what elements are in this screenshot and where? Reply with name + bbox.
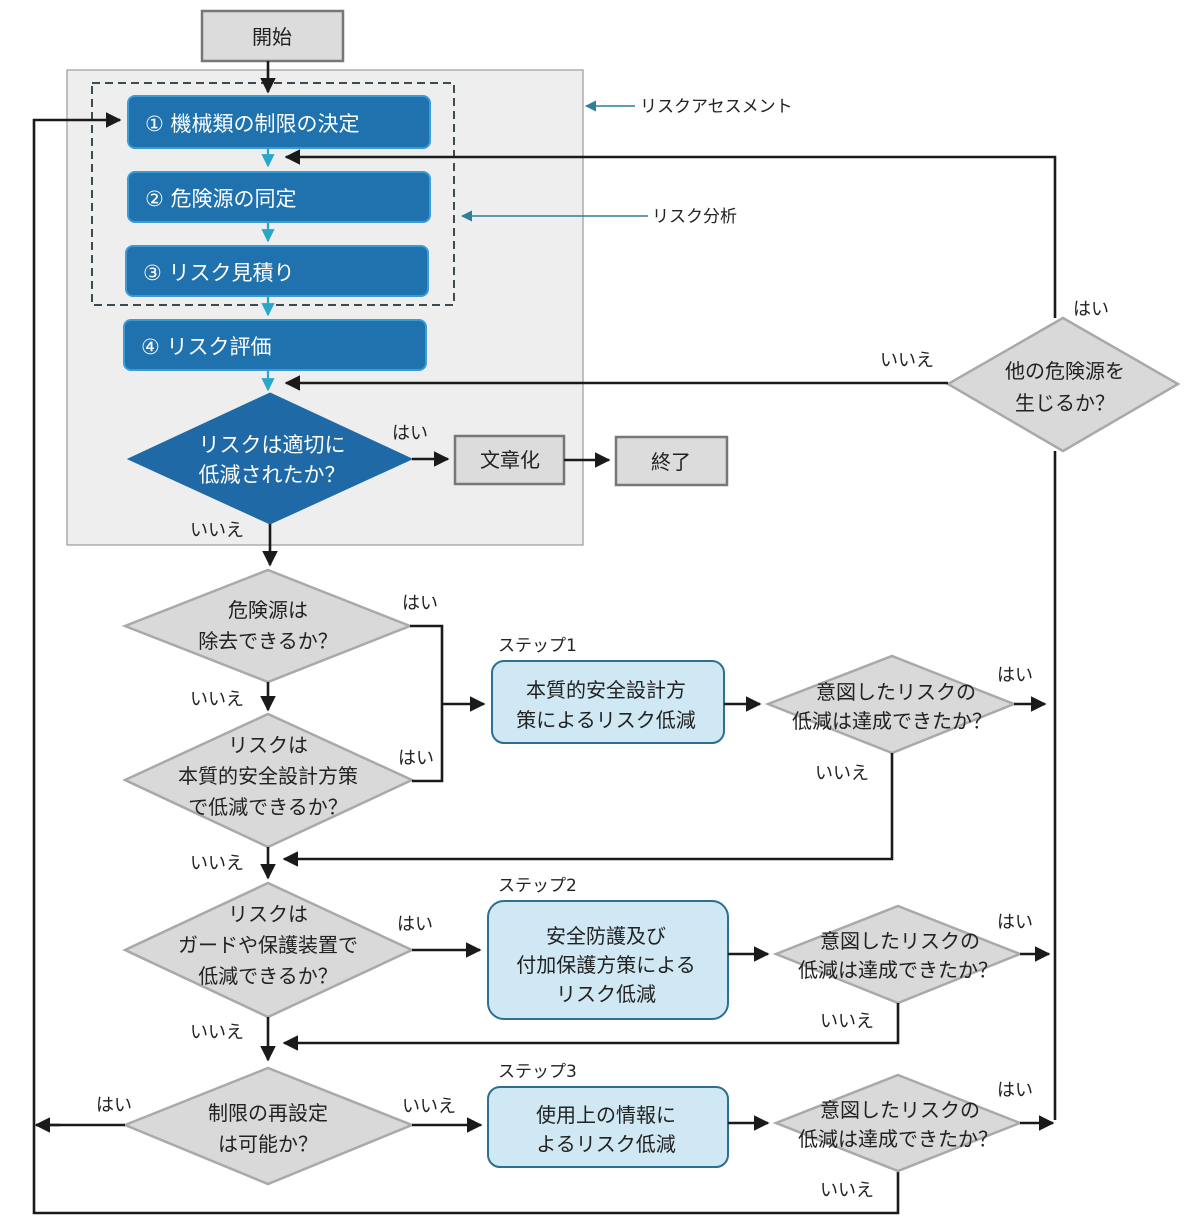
branch-label-no: いいえ: [820, 1180, 874, 1201]
step2-box: 安全防護及び 付加保護方策による リスク低減: [487, 900, 729, 1020]
decision-achieved-2: 意図したリスクの 低減は達成できたか？: [772, 904, 1024, 1005]
process-step-4: ④ リスク評価: [123, 319, 427, 371]
end-label: 終了: [651, 450, 691, 474]
decision-inherent-design: リスクは 本質的安全設計方策 で低減できるか？: [122, 712, 415, 849]
branch-label-no: いいえ: [190, 520, 244, 541]
process-step-3: ③ リスク見積り: [125, 245, 429, 297]
decision-eliminate-line1: 危険源は: [228, 598, 308, 622]
branch-label-no: いいえ: [402, 1096, 456, 1117]
branch-label-yes: はい: [997, 665, 1033, 686]
decision-risk-reduced: リスクは適切に 低減されたか？: [126, 392, 414, 525]
risk-analysis-region: [91, 82, 455, 306]
step1-box-line1: 本質的安全設計方: [526, 678, 686, 702]
branch-label-no: いいえ: [880, 350, 934, 371]
process-step-3-label: ③ リスク見積り: [143, 261, 295, 285]
decision-achieved-1-line2: 低減は達成できたか？: [792, 709, 992, 733]
decision-other-hazard: 他の危険源を 生じるか？: [945, 316, 1181, 453]
step1-box-line2: 策によるリスク低減: [516, 708, 695, 732]
step1-label: ステップ1: [498, 636, 577, 656]
decision-other-hazard-line1: 他の危険源を: [1005, 359, 1125, 383]
decision-achieved-1-line1: 意図したリスクの: [816, 680, 976, 704]
step2-box-line2: 付加保護方策による: [516, 953, 695, 977]
start-label: 開始: [252, 25, 292, 49]
decision-achieved-3-line2: 低減は達成できたか？: [798, 1127, 998, 1151]
decision-risk-reduced-line2: 低減されたか？: [199, 463, 346, 487]
branch-label-yes: はい: [402, 593, 438, 614]
risk-assessment-annotation: リスクアセスメント: [640, 97, 793, 117]
decision-achieved-3-line1: 意図したリスクの: [820, 1098, 980, 1122]
decision-eliminate-hazard: 危険源は 除去できるか？: [121, 568, 414, 684]
step3-box-line1: 使用上の情報に: [536, 1103, 676, 1127]
process-step-4-label: ④ リスク評価: [141, 335, 272, 359]
step3-label: ステップ3: [498, 1062, 577, 1082]
branch-label-no: いいえ: [820, 1011, 874, 1032]
decision-reset-line1: 制限の再設定: [208, 1101, 328, 1125]
documentation-label: 文章化: [480, 448, 540, 472]
decision-achieved-1: 意図したリスクの 低減は達成できたか？: [764, 654, 1018, 755]
process-step-2: ② 危険源の同定: [127, 171, 431, 223]
arrow-achieved-1-no: [282, 753, 894, 867]
branch-label-yes: はい: [997, 1080, 1033, 1101]
process-step-2-label: ② 危険源の同定: [145, 187, 297, 211]
branch-label-no: いいえ: [190, 1022, 244, 1043]
decision-guard-line3: 低減できるか？: [198, 964, 338, 988]
decision-risk-reduced-line1: リスクは適切に: [199, 433, 346, 457]
branch-label-yes: はい: [397, 914, 433, 935]
branch-label-no: いいえ: [190, 689, 244, 710]
process-step-1-label: ① 機械類の制限の決定: [145, 112, 360, 136]
branch-label-yes: はい: [392, 423, 428, 444]
decision-other-hazard-line2: 生じるか？: [1015, 391, 1115, 415]
process-step-1: ① 機械類の制限の決定: [127, 95, 431, 149]
decision-guard: リスクは ガードや保護装置で 低減できるか？: [122, 881, 415, 1019]
decision-reset-limits: 制限の再設定 は可能か？: [121, 1066, 416, 1186]
step3-box: 使用上の情報に よるリスク低減: [487, 1086, 729, 1168]
step2-box-line3: リスク低減: [556, 982, 656, 1006]
decision-eliminate-line2: 除去できるか？: [198, 629, 338, 653]
decision-reset-line2: は可能か？: [218, 1132, 318, 1156]
branch-label-no: いいえ: [190, 853, 244, 874]
arrow-loop-to-step1: [32, 112, 900, 1215]
branch-label-yes: はい: [1073, 299, 1109, 320]
branch-label-yes: はい: [96, 1095, 132, 1116]
branch-label-yes: はい: [997, 912, 1033, 933]
step2-label: ステップ2: [498, 876, 577, 896]
decision-guard-line1: リスクは: [228, 902, 308, 926]
decision-achieved-2-line2: 低減は達成できたか？: [798, 958, 998, 982]
decision-inherent-line1: リスクは: [228, 733, 308, 757]
branch-label-yes: はい: [398, 748, 434, 769]
decision-guard-line2: ガードや保護装置で: [178, 933, 358, 957]
step3-box-line2: よるリスク低減: [536, 1132, 675, 1156]
decision-inherent-line2: 本質的安全設計方策: [178, 764, 358, 788]
decision-achieved-2-line1: 意図したリスクの: [820, 929, 980, 953]
end-node: 終了: [614, 435, 729, 487]
step2-box-line1: 安全防護及び: [546, 924, 666, 948]
decision-achieved-3: 意図したリスクの 低減は達成できたか？: [772, 1073, 1024, 1173]
decision-inherent-line3: で低減できるか？: [188, 795, 348, 819]
documentation-node: 文章化: [453, 434, 566, 486]
arrow-achieved-2-no: [282, 1003, 900, 1051]
risk-analysis-annotation: リスク分析: [652, 207, 737, 227]
branch-label-no: いいえ: [815, 763, 869, 784]
start-node: 開始: [200, 9, 345, 63]
arrow-yes-to-hazard-identification: [284, 149, 1057, 318]
step1-box: 本質的安全設計方 策によるリスク低減: [491, 660, 725, 744]
